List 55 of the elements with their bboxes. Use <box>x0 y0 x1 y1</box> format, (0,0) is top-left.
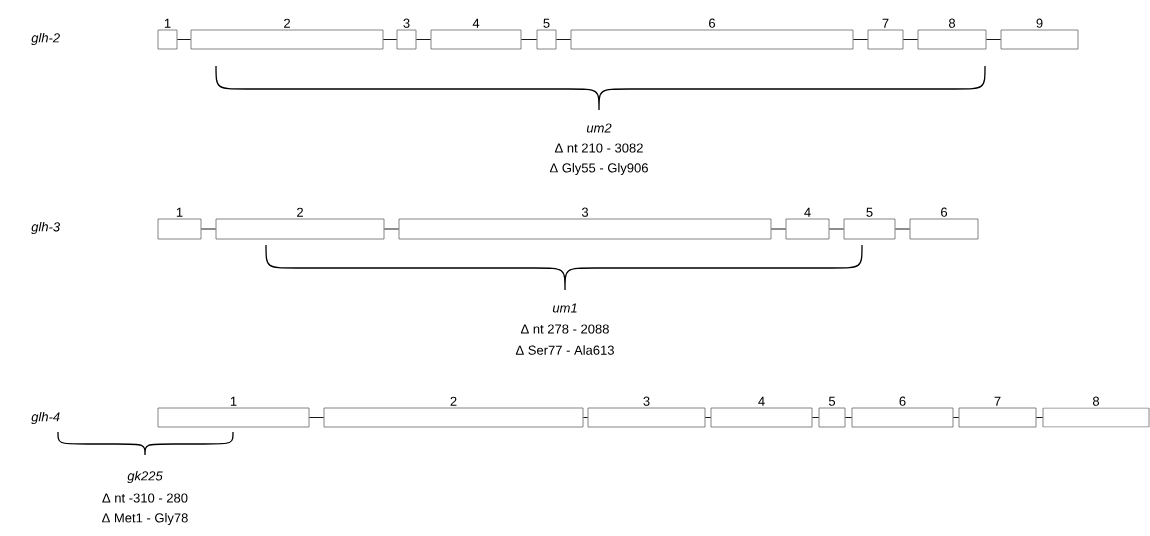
exon-number: 9 <box>1036 18 1043 28</box>
exon-number: 6 <box>941 207 948 217</box>
exon-number: 6 <box>899 396 906 406</box>
gene-name: glh-3 <box>31 221 60 235</box>
intron-line <box>828 228 845 230</box>
deletion-note: Δ Met1 - Gly78 <box>102 512 188 526</box>
exon-number: 3 <box>643 396 650 406</box>
intron-line <box>985 39 1002 40</box>
intron-line <box>520 39 538 40</box>
intron-line <box>582 417 589 418</box>
intron-line <box>382 39 398 40</box>
intron-line <box>176 39 192 40</box>
exon-number: 5 <box>543 18 550 28</box>
intron-line <box>555 39 572 40</box>
intron-line <box>415 39 432 40</box>
intron-line <box>200 228 217 230</box>
deletion-note: Δ Gly55 - Gly906 <box>549 162 648 176</box>
exon-number: 3 <box>581 207 589 217</box>
exon-number: 5 <box>866 207 873 217</box>
deletion-note: Δ Ser77 - Ala613 <box>515 345 614 355</box>
deletion-note: Δ nt 278 - 2088 <box>520 324 609 334</box>
exon-number: 6 <box>709 18 716 28</box>
intron-line <box>704 417 712 418</box>
exon-number: 7 <box>994 396 1001 406</box>
exon-number: 8 <box>1092 396 1100 406</box>
exon-number: 2 <box>450 396 457 406</box>
exon-number: 1 <box>230 396 237 406</box>
allele-name: um2 <box>586 123 612 133</box>
intron-line <box>952 417 960 418</box>
exon-number: 1 <box>176 207 183 217</box>
deletion-note: Δ nt 210 - 3082 <box>554 143 643 153</box>
exon-number: 4 <box>804 207 811 217</box>
exon-number: 3 <box>403 18 410 28</box>
exon-number: 2 <box>284 18 290 28</box>
exon-number: 4 <box>758 396 765 406</box>
intron-line <box>308 417 325 418</box>
intron-line <box>811 417 820 418</box>
exon-number: 1 <box>164 18 171 28</box>
intron-line <box>770 228 787 230</box>
allele-name: gk225 <box>127 470 163 484</box>
gene-name: glh-4 <box>31 411 60 425</box>
intron-line <box>902 39 919 40</box>
exon-number: 4 <box>472 18 480 28</box>
deletion-note: Δ nt -310 - 280 <box>102 493 188 503</box>
intron-line <box>894 228 911 230</box>
intron-line <box>844 417 853 418</box>
intron-line <box>852 39 869 40</box>
intron-line <box>383 228 400 230</box>
exon-number: 5 <box>828 396 836 406</box>
exon-number: 2 <box>297 207 303 217</box>
exon-number: 8 <box>948 18 956 28</box>
exon-number: 7 <box>882 18 889 28</box>
intron-line <box>1035 417 1044 418</box>
gene-name: glh-2 <box>31 32 60 46</box>
allele-name: um1 <box>552 303 577 313</box>
